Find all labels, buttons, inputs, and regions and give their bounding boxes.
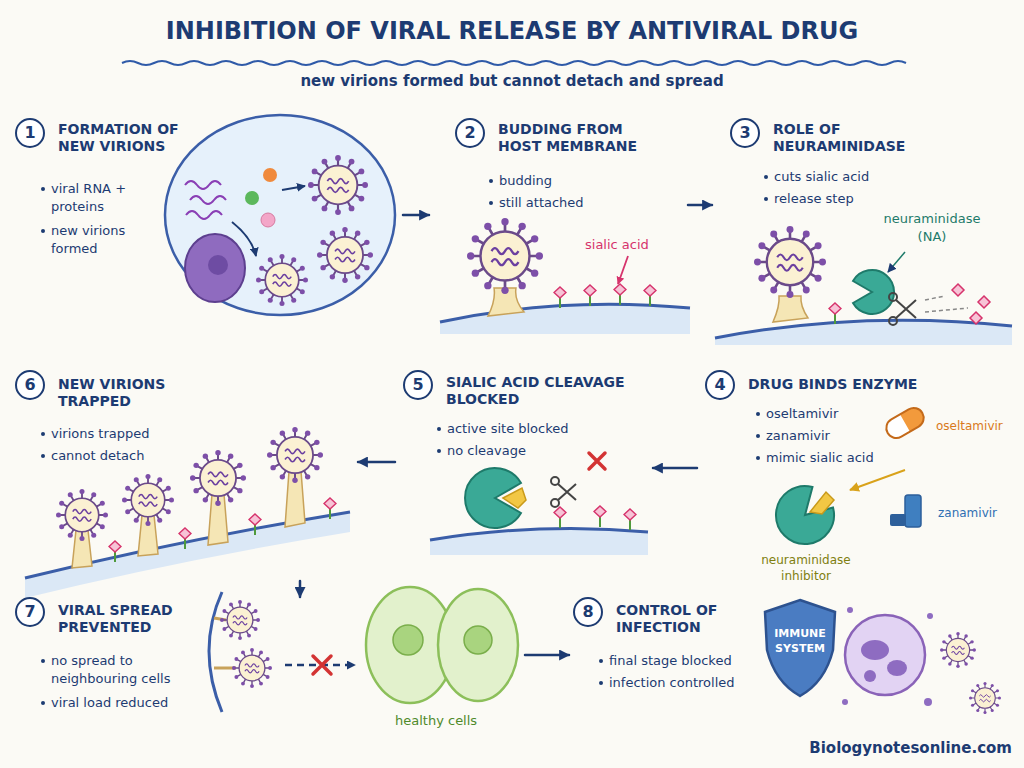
step-panel: 5 SIALIC ACID CLEAVAGE BLOCKED active site…	[398, 368, 650, 553]
cleavage-blocked	[430, 453, 648, 555]
diagram-subtitle: new virions formed but cannot detach and…	[0, 71, 1024, 91]
budding-virion	[440, 218, 690, 334]
bullet-text: still attached	[488, 194, 638, 212]
diagram-title: INHIBITION OF VIRAL RELEASE BY ANTIVIRAL…	[0, 16, 1024, 46]
step-heading: CONTROL OF INFECTION	[616, 602, 746, 636]
step-number: 8	[573, 597, 603, 627]
bullet-text: zanamivir	[755, 427, 885, 445]
drug-binding	[776, 404, 927, 544]
flow-arrow	[299, 581, 302, 597]
flow-arrow	[653, 467, 697, 470]
step-panel: 6 NEW VIRIONS TRAPPED virions trapped canno…	[10, 368, 355, 578]
bullet-text: viral RNA + proteins	[40, 180, 145, 216]
bullet-text: new virions formed	[40, 222, 145, 258]
step-heading: DRUG BINDS ENZYME	[748, 376, 998, 393]
step-number: 7	[15, 597, 45, 627]
flow-arrow	[358, 461, 395, 464]
step-heading: NEW VIRIONS TRAPPED	[58, 376, 198, 410]
flow-arrow	[688, 204, 712, 207]
step-panel: 1 FORMATION OF NEW VIRIONS viral RNA + pro…	[10, 110, 400, 325]
bullet-text: active site blocked	[436, 420, 611, 438]
drug-label: oseltamivir	[936, 418, 1018, 434]
flow-arrow	[525, 654, 569, 657]
trapped-virions	[25, 427, 350, 598]
step-panel: 2 BUDDING FROM HOST MEMBRANE budding still …	[432, 110, 685, 335]
step-number: 5	[403, 370, 433, 400]
bullet-text: virions trapped	[40, 425, 190, 443]
bullet-text: release step	[763, 190, 923, 208]
immune-control	[765, 600, 1001, 714]
part-label: neuraminidase inhibitor	[748, 552, 864, 584]
step-number: 1	[15, 118, 45, 148]
watermark: Biologynotesonline.com	[780, 738, 1012, 758]
step-panel: 4 DRUG BINDS ENZYME oseltamivir zanamivir mi…	[700, 368, 1014, 588]
bullet-text: cannot detach	[40, 447, 190, 465]
part-label: sialic acid	[585, 236, 675, 254]
step-panel: 8 CONTROL OF INFECTION final stage blocked…	[572, 595, 1014, 730]
step-heading: FORMATION OF NEW VIRIONS	[58, 121, 198, 155]
step-heading: ROLE OF NEURAMINIDASE	[773, 121, 923, 155]
title-underline	[122, 61, 906, 65]
flow-arrow	[403, 214, 429, 217]
bullet-text: mimic sialic acid	[755, 449, 895, 467]
step-number: 2	[455, 118, 485, 148]
bullet-text: final stage blocked	[598, 652, 748, 670]
bullet-text: budding	[488, 172, 638, 190]
step-number: 3	[730, 118, 760, 148]
bullet-text: cuts sialic acid	[763, 168, 923, 186]
step-number: 6	[15, 370, 45, 400]
part-label: neuraminidase (NA)	[876, 210, 988, 246]
bullet-text: no cleavage	[436, 442, 611, 460]
step-panel: 3 ROLE OF NEURAMINIDASE cuts sialic acid re…	[715, 110, 1014, 345]
bullet-text: no spread to neighbouring cells	[40, 652, 190, 688]
part-label: healthy cells	[395, 712, 505, 730]
bullet-text: viral load reduced	[40, 694, 190, 712]
step-heading: SIALIC ACID CLEAVAGE BLOCKED	[446, 374, 626, 408]
drug-label: zanamivir	[938, 505, 1018, 521]
spread-blocked	[209, 587, 518, 712]
neuraminidase-cut	[715, 226, 1012, 345]
step-heading: VIRAL SPREAD PREVENTED	[58, 602, 208, 636]
step-number: 4	[705, 370, 735, 400]
step-heading: BUDDING FROM HOST MEMBRANE	[498, 121, 658, 155]
shield-label: IMMUNE SYSTEM	[768, 626, 832, 656]
host-cell	[165, 115, 395, 315]
bullet-text: infection controlled	[598, 674, 748, 692]
bullet-text: oseltamivir	[755, 405, 885, 423]
